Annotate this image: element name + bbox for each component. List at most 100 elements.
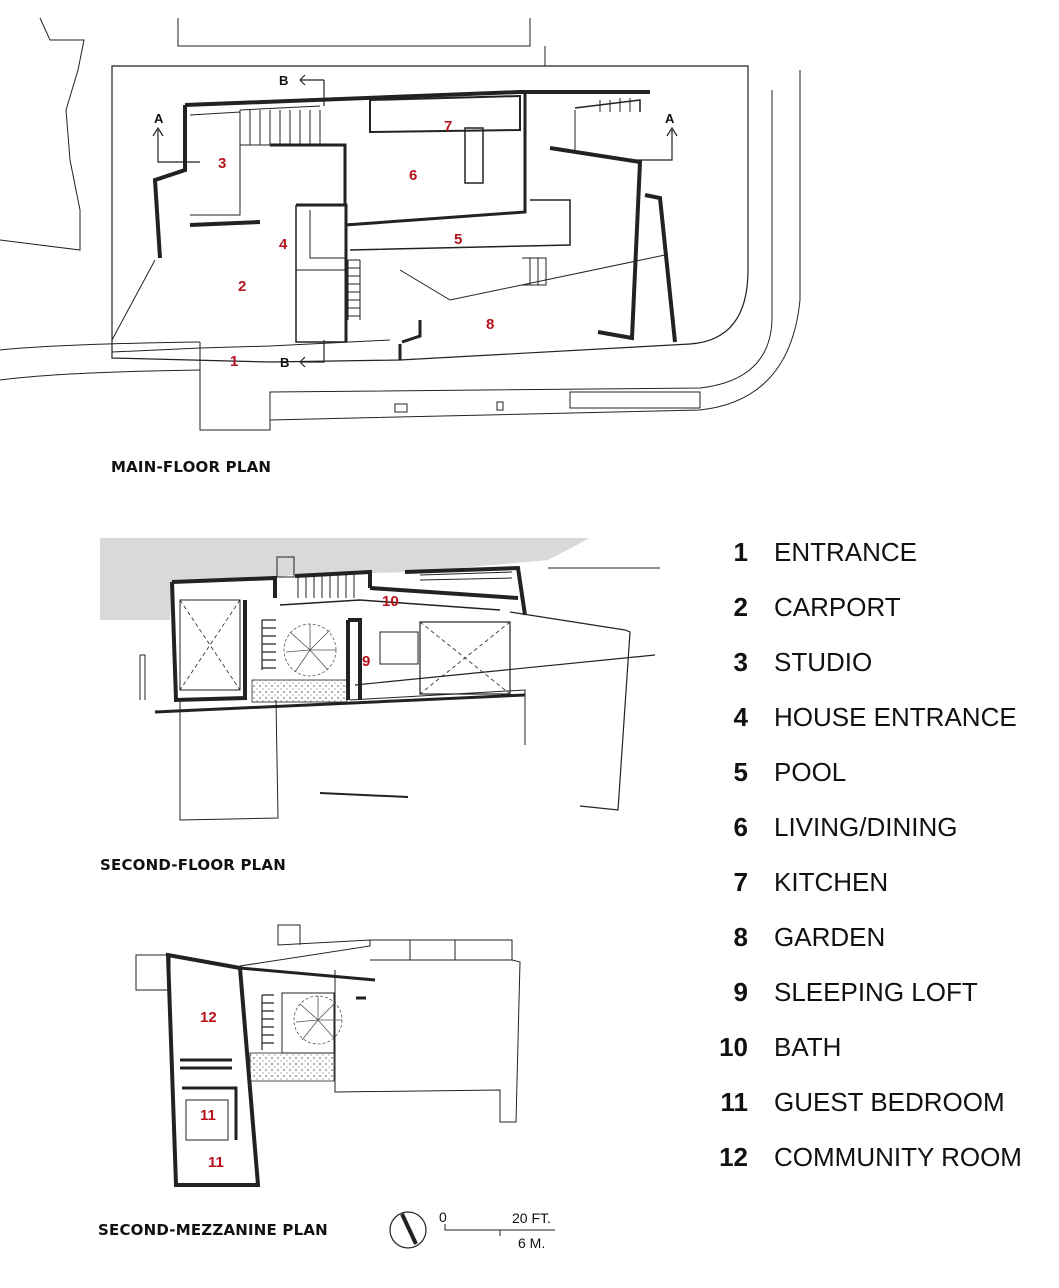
legend-item: 11 GUEST BEDROOM <box>700 1075 1050 1130</box>
mezz-stair <box>261 994 274 1050</box>
curb-post <box>496 401 504 411</box>
bed-2f <box>379 631 419 665</box>
stair-2f <box>261 619 276 670</box>
kitchen-line-2f <box>419 571 513 581</box>
legend-item: 12 COMMUNITY ROOM <box>700 1130 1050 1185</box>
section-marker-b-bottom <box>299 340 325 368</box>
section-marker-b-top <box>299 74 325 106</box>
section-marker-a-right <box>628 126 678 161</box>
street-curb <box>0 341 201 381</box>
legend-number: 2 <box>733 592 748 622</box>
second-floor-plan <box>100 538 660 821</box>
entry-lines <box>296 210 346 271</box>
chimney-2f <box>276 556 295 578</box>
stair-top-2f <box>297 574 355 598</box>
mezz-upper-right <box>334 939 521 1123</box>
room-number-entrance: 1 <box>230 353 238 370</box>
main-floor-plan <box>0 17 801 431</box>
legend-label: GUEST BEDROOM <box>774 1087 1005 1117</box>
legend-item: 3 STUDIO <box>700 635 1050 690</box>
room-number-bath: 10 <box>382 593 399 610</box>
legend-item: 1 ENTRANCE <box>700 525 1050 580</box>
mezz-upper-grid <box>370 940 512 961</box>
roof-below-shading <box>100 538 590 620</box>
second-mezzanine-plan-title: SECOND-MEZZANINE PLAN <box>98 1221 328 1239</box>
studio-x <box>179 599 241 691</box>
loft-walls <box>346 618 362 700</box>
legend-number: 1 <box>733 537 748 567</box>
legend-item: 8 GARDEN <box>700 910 1050 965</box>
stair-1 <box>239 105 321 146</box>
carport-slab <box>111 339 391 353</box>
mezz-planter <box>249 1052 335 1082</box>
tree-icon <box>283 623 337 677</box>
tree-icon-mezzanine <box>293 995 343 1045</box>
planter-2f <box>251 679 348 703</box>
legend-label: POOL <box>774 757 847 787</box>
west-wall-studio <box>152 105 187 259</box>
legend-number: 3 <box>733 647 748 677</box>
mezz-top-band <box>239 924 371 967</box>
neighbor-building-outline <box>177 18 531 47</box>
outline-terrace <box>139 654 146 700</box>
room-number-sleeping-loft: 9 <box>362 653 370 670</box>
terrace-line <box>154 693 526 714</box>
neighbor-lot-line <box>544 46 748 67</box>
north-wall <box>184 90 650 107</box>
ne-wall <box>574 99 641 112</box>
room-number-guest-bedroom-2: 11 <box>208 1154 224 1171</box>
section-marker-a-left <box>152 126 200 163</box>
curb-box <box>394 403 408 413</box>
studio-south-wall <box>189 220 261 227</box>
section-marker-b-top-label: B <box>279 73 288 88</box>
mezz-room-divider <box>180 1058 238 1140</box>
legend-item: 5 POOL <box>700 745 1050 800</box>
legend-item: 4 HOUSE ENTRANCE <box>700 690 1050 745</box>
ledge <box>319 792 409 798</box>
north-wall-2f <box>171 565 527 616</box>
room-number-community-room: 12 <box>200 1009 217 1026</box>
kitchen-island <box>464 127 484 184</box>
legend-number: 8 <box>733 922 748 952</box>
carport-diagonal <box>111 259 156 341</box>
room-number-studio: 3 <box>218 155 226 172</box>
entry-court <box>295 205 346 343</box>
legend-label: KITCHEN <box>774 867 889 897</box>
long-beam <box>354 654 656 686</box>
studio-box <box>189 111 241 216</box>
legend-number: 7 <box>733 867 748 897</box>
garden-boundary <box>398 320 422 360</box>
room-number-living-dining: 6 <box>409 167 417 184</box>
legend-label: HOUSE ENTRANCE <box>774 702 1017 732</box>
legend-label: BATH <box>774 1032 842 1062</box>
stair-2 <box>347 259 361 320</box>
legend-label: STUDIO <box>774 647 873 677</box>
living-south-wall <box>344 90 527 227</box>
scale-bar-feet: 20 FT. <box>512 1210 551 1226</box>
legend-label: COMMUNITY ROOM <box>774 1142 1022 1172</box>
mezz-heavy-wall <box>239 966 376 982</box>
lot-boundary <box>111 65 749 363</box>
room-number-kitchen: 7 <box>444 118 452 135</box>
legend-label: ENTRANCE <box>774 537 918 567</box>
second-mezzanine-plan <box>135 924 521 1187</box>
room-number-house-entrance: 4 <box>279 236 288 253</box>
legend-number: 4 <box>733 702 748 732</box>
room-number-guest-bedroom-1: 11 <box>200 1107 216 1124</box>
section-marker-a-left-label: A <box>154 111 164 126</box>
second-floor-plan-title: SECOND-FLOOR PLAN <box>100 856 286 874</box>
legend-item: 2 CARPORT <box>700 580 1050 635</box>
legend-label: SLEEPING LOFT <box>774 977 978 1007</box>
legend-item: 6 LIVING/DINING <box>700 800 1050 855</box>
room-legend: 1 ENTRANCE 2 CARPORT 3 STUDIO 4 HOUSE EN… <box>700 525 1050 1185</box>
scale-bar-icon <box>444 1224 555 1236</box>
legend-label: LIVING/DINING <box>774 812 958 842</box>
bath-wall <box>369 586 519 600</box>
legend-label: GARDEN <box>774 922 886 952</box>
scale-bar-zero: 0 <box>439 1209 447 1225</box>
stair-3 <box>522 257 547 286</box>
legend-item: 7 KITCHEN <box>700 855 1050 910</box>
inner-wall <box>279 599 501 611</box>
main-floor-plan-title: MAIN-FLOOR PLAN <box>111 458 272 476</box>
